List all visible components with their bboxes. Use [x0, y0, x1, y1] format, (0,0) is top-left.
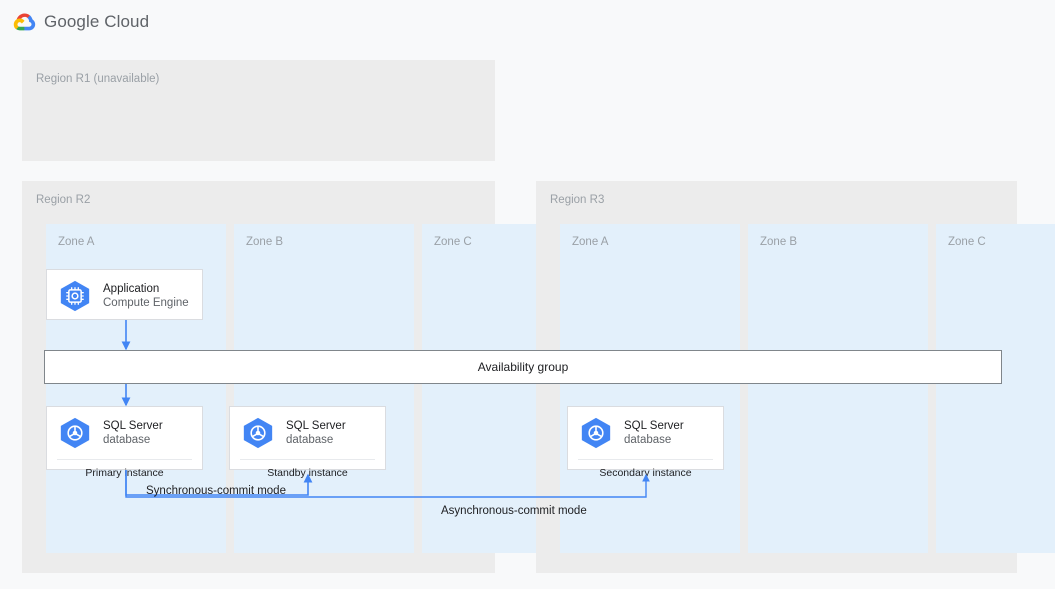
card-sql-standby[interactable]: SQL Server database Standby instance [229, 406, 386, 479]
card-sql-standby-body: SQL Server database [230, 407, 385, 459]
card-application-title: Application [103, 282, 160, 295]
google-cloud-logo-icon [13, 13, 36, 31]
zone-r3-a: Zone A [560, 224, 740, 553]
zone-r2-b: Zone B [234, 224, 414, 553]
card-sql-standby-divider [240, 459, 375, 460]
availability-group-bar[interactable]: Availability group [44, 350, 1002, 384]
app-title: Google Cloud [44, 12, 150, 31]
card-sql-primary[interactable]: SQL Server database Primary instance [46, 406, 203, 479]
card-sql-primary-title: SQL Server [103, 419, 163, 432]
card-sql-secondary-divider [578, 459, 713, 460]
zone-label-r2-c: Zone C [434, 236, 472, 248]
card-sql-primary-subtitle: database [103, 434, 151, 446]
card-sql-secondary-title: SQL Server [624, 419, 684, 432]
card-sql-primary-footer: Primary instance [85, 467, 164, 479]
compute-engine-icon [60, 280, 90, 312]
card-sql-standby-footer: Standby instance [267, 467, 348, 479]
connector-label-sync: Synchronous-commit mode [146, 485, 286, 497]
card-sql-secondary[interactable]: SQL Server database Secondary instance [567, 406, 724, 479]
card-sql-primary-body: SQL Server database [47, 407, 202, 459]
card-sql-secondary-footer: Secondary instance [599, 467, 692, 479]
app-header: Google Cloud [0, 0, 1055, 46]
card-sql-primary-divider [57, 459, 192, 460]
sql-server-database-icon [581, 417, 611, 449]
card-sql-standby-text: SQL Server database [286, 419, 346, 448]
zone-label-r2-b: Zone B [246, 236, 284, 248]
zone-label-r3-a: Zone A [572, 236, 609, 248]
zone-label-r3-c: Zone C [948, 236, 986, 248]
region-label-r1: Region R1 (unavailable) [36, 73, 160, 85]
connector-label-async: Asynchronous-commit mode [441, 505, 587, 517]
card-application-subtitle: Compute Engine [103, 297, 189, 309]
region-label-r2: Region R2 [36, 194, 91, 206]
zone-r3-b: Zone B [748, 224, 928, 553]
sql-server-database-icon [60, 417, 90, 449]
card-application-text: Application Compute Engine [103, 282, 189, 311]
card-sql-primary-text: SQL Server database [103, 419, 163, 448]
card-sql-standby-title: SQL Server [286, 419, 346, 432]
region-panel-r1: Region R1 (unavailable) [22, 60, 495, 161]
zone-r3-c: Zone C [936, 224, 1055, 553]
card-application-body: Application Compute Engine [47, 270, 202, 322]
zone-label-r2-a: Zone A [58, 236, 95, 248]
card-sql-secondary-subtitle: database [624, 434, 672, 446]
sql-server-database-icon [243, 417, 273, 449]
card-sql-standby-subtitle: database [286, 434, 334, 446]
card-application[interactable]: Application Compute Engine [46, 269, 203, 320]
availability-group-label: Availability group [477, 360, 569, 374]
zone-label-r3-b: Zone B [760, 236, 798, 248]
region-label-r3: Region R3 [550, 194, 605, 206]
card-sql-secondary-body: SQL Server database [568, 407, 723, 459]
card-sql-secondary-text: SQL Server database [624, 419, 684, 448]
